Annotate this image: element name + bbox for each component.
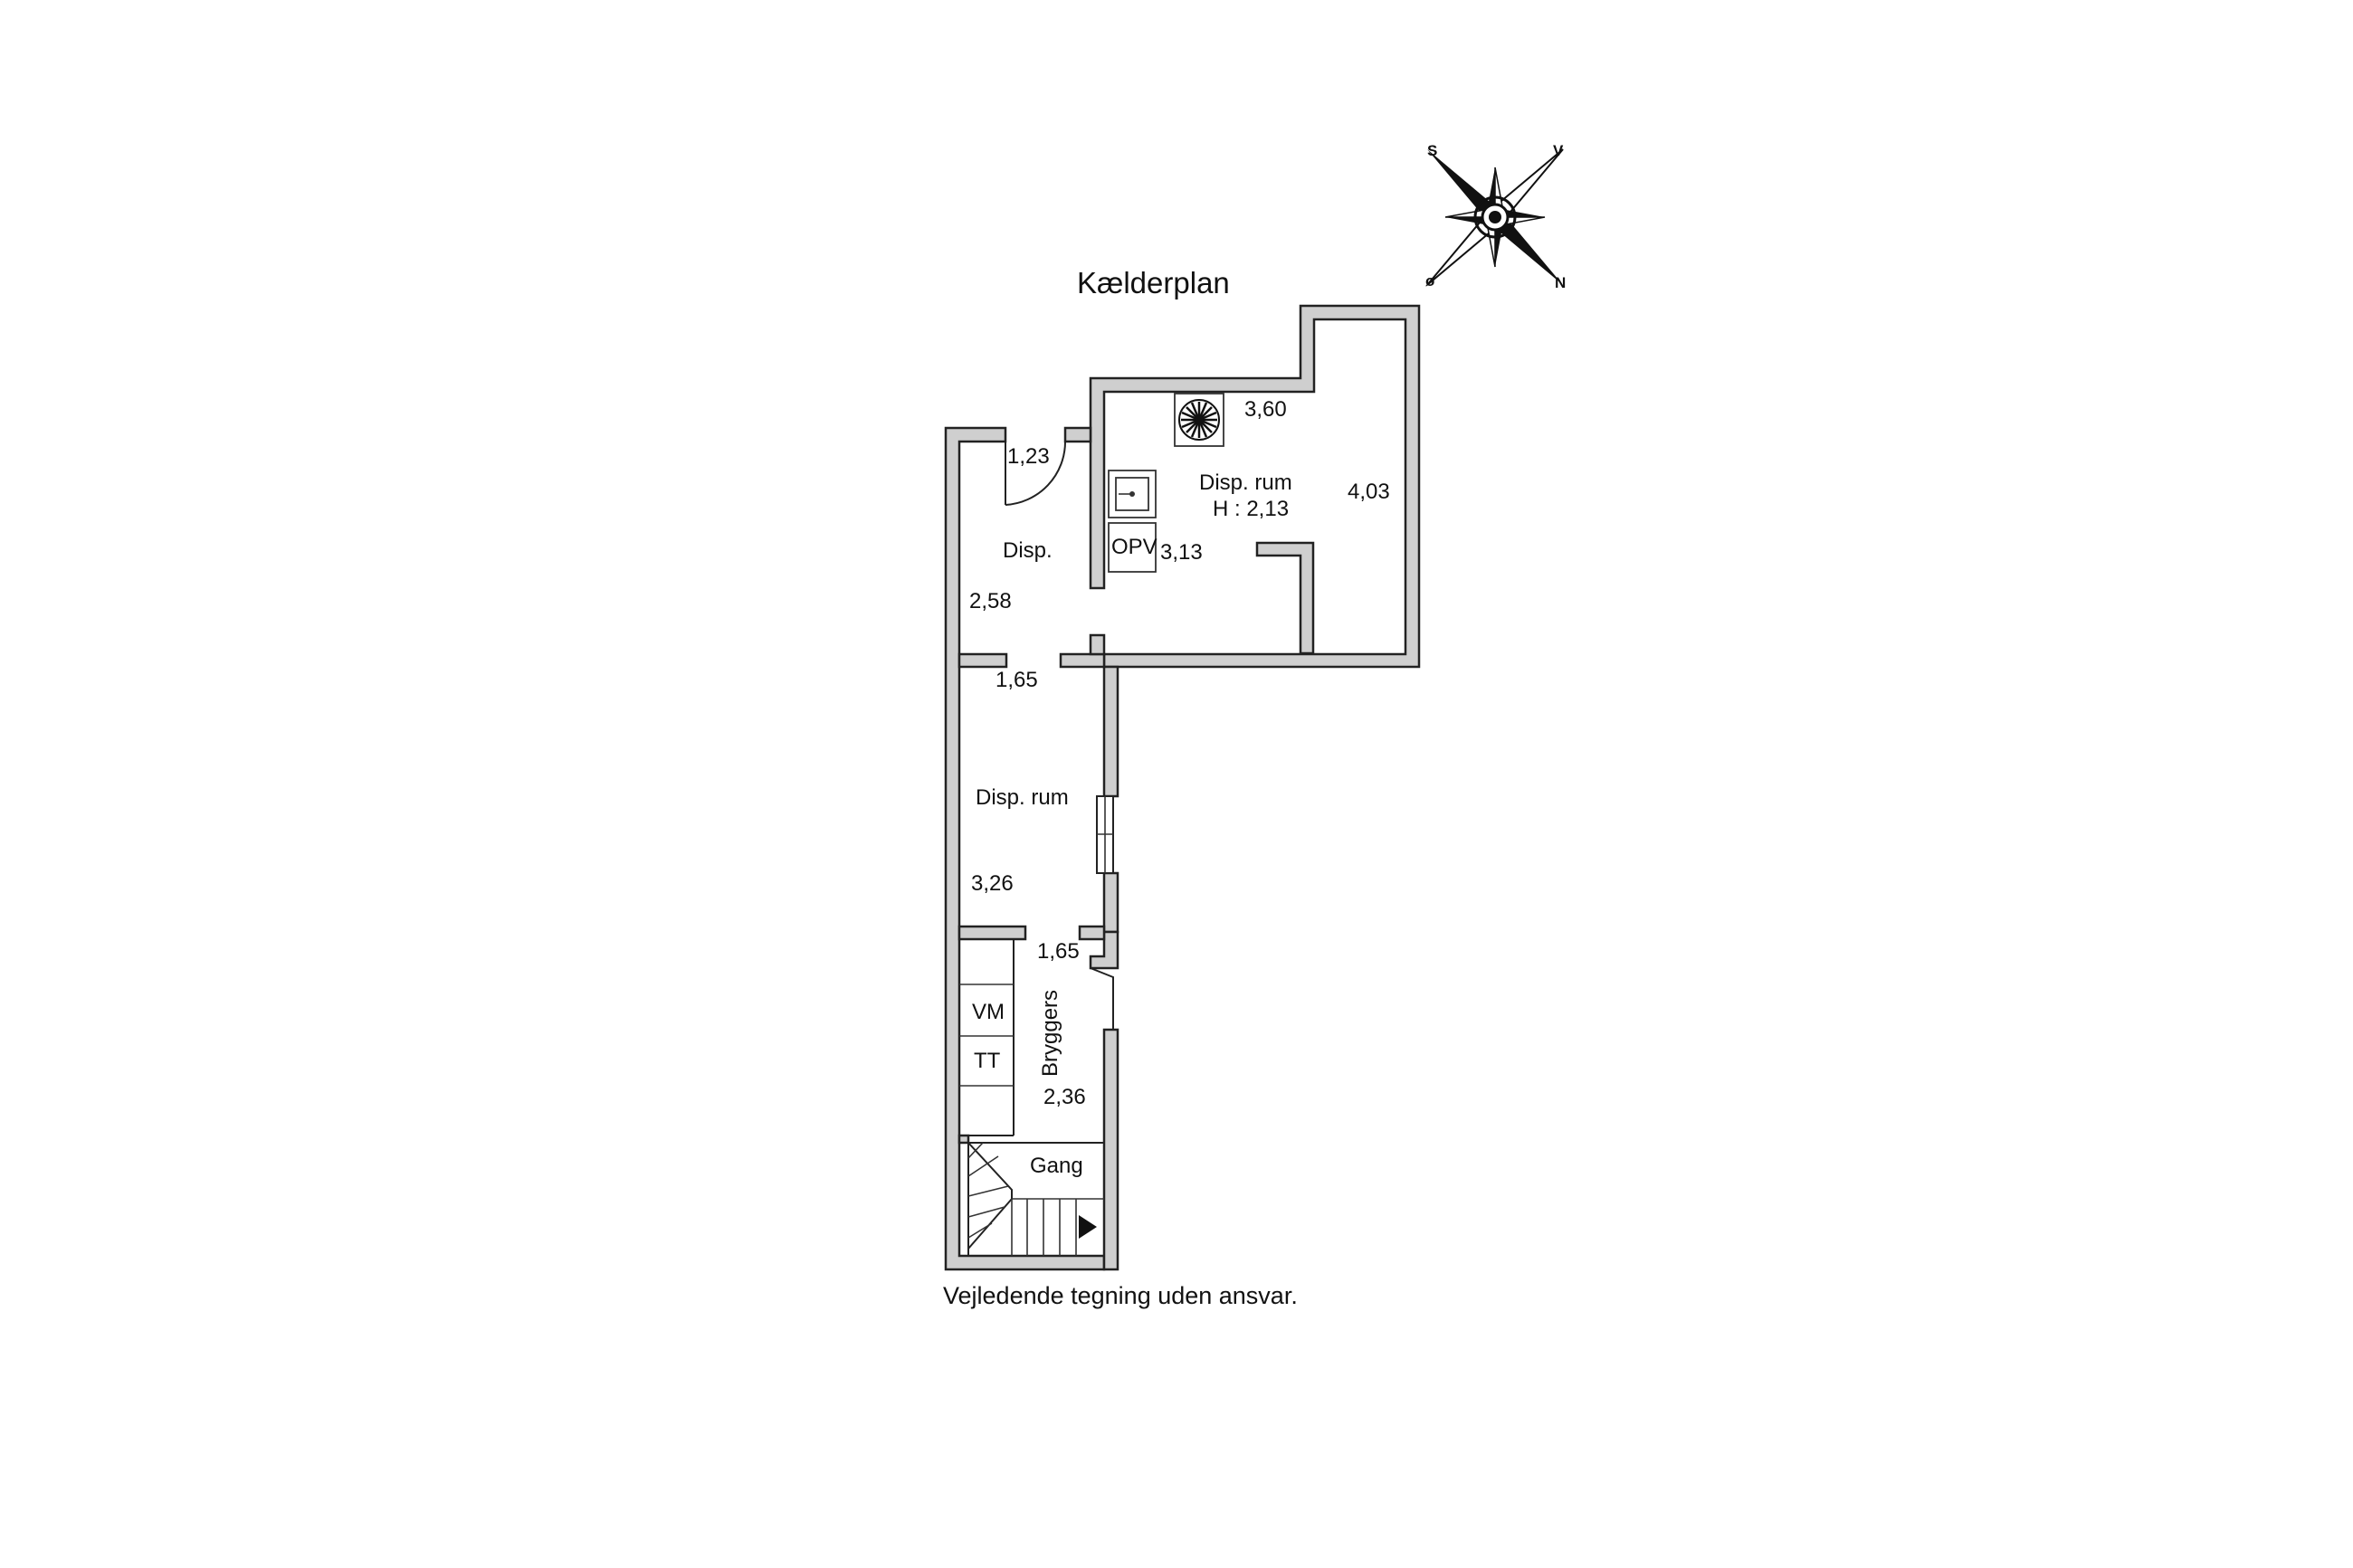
dimension-label: 4,03	[1348, 480, 1390, 504]
staircase	[959, 1142, 1104, 1256]
fixture-tt: TT	[974, 1049, 1001, 1073]
fixture-vm: VM	[972, 1000, 1005, 1024]
dimension-label: 1,23	[1007, 444, 1050, 469]
window	[1096, 795, 1114, 874]
door-bryggers	[1090, 967, 1114, 1031]
dimension-label: 2,36	[1043, 1085, 1086, 1109]
disclaimer-text: Vejledende tegning uden ansvar.	[943, 1282, 1298, 1309]
room-label-disp-rum-middle: Disp. rum	[976, 785, 1069, 810]
dimension-label: 3,13	[1160, 540, 1203, 565]
door-swing	[1005, 441, 1067, 506]
opv-column	[1103, 392, 1157, 573]
fixture-opv: OPV	[1111, 535, 1157, 559]
appliance-column	[959, 939, 1015, 1136]
dimension-label: 2,58	[969, 589, 1012, 613]
dimension-label: 1,65	[1037, 939, 1080, 964]
stair-arrow-icon	[1079, 1215, 1097, 1239]
dimension-label: 1,65	[996, 668, 1038, 692]
dimension-label: 3,26	[971, 871, 1014, 896]
compass-label-bottom-right: N	[1555, 274, 1566, 291]
compass-rose-icon	[1426, 148, 1564, 286]
walls	[944, 304, 1421, 1271]
fan-icon	[1174, 393, 1224, 447]
room-label-gang: Gang	[1030, 1154, 1083, 1178]
compass-label-bottom-left: ø	[1425, 272, 1435, 290]
room-label-disp: Disp.	[1003, 538, 1053, 563]
compass-label-top-right: V	[1553, 142, 1564, 159]
plan-title: Kælderplan	[1077, 266, 1230, 299]
room-label-disp-rum-large: Disp. rum	[1199, 470, 1292, 495]
room-height-label: H : 2,13	[1213, 497, 1289, 521]
room-label-bryggers: Bryggers	[1038, 990, 1062, 1077]
dimension-label: 3,60	[1244, 397, 1287, 422]
compass-label-top-left: S	[1427, 142, 1437, 159]
